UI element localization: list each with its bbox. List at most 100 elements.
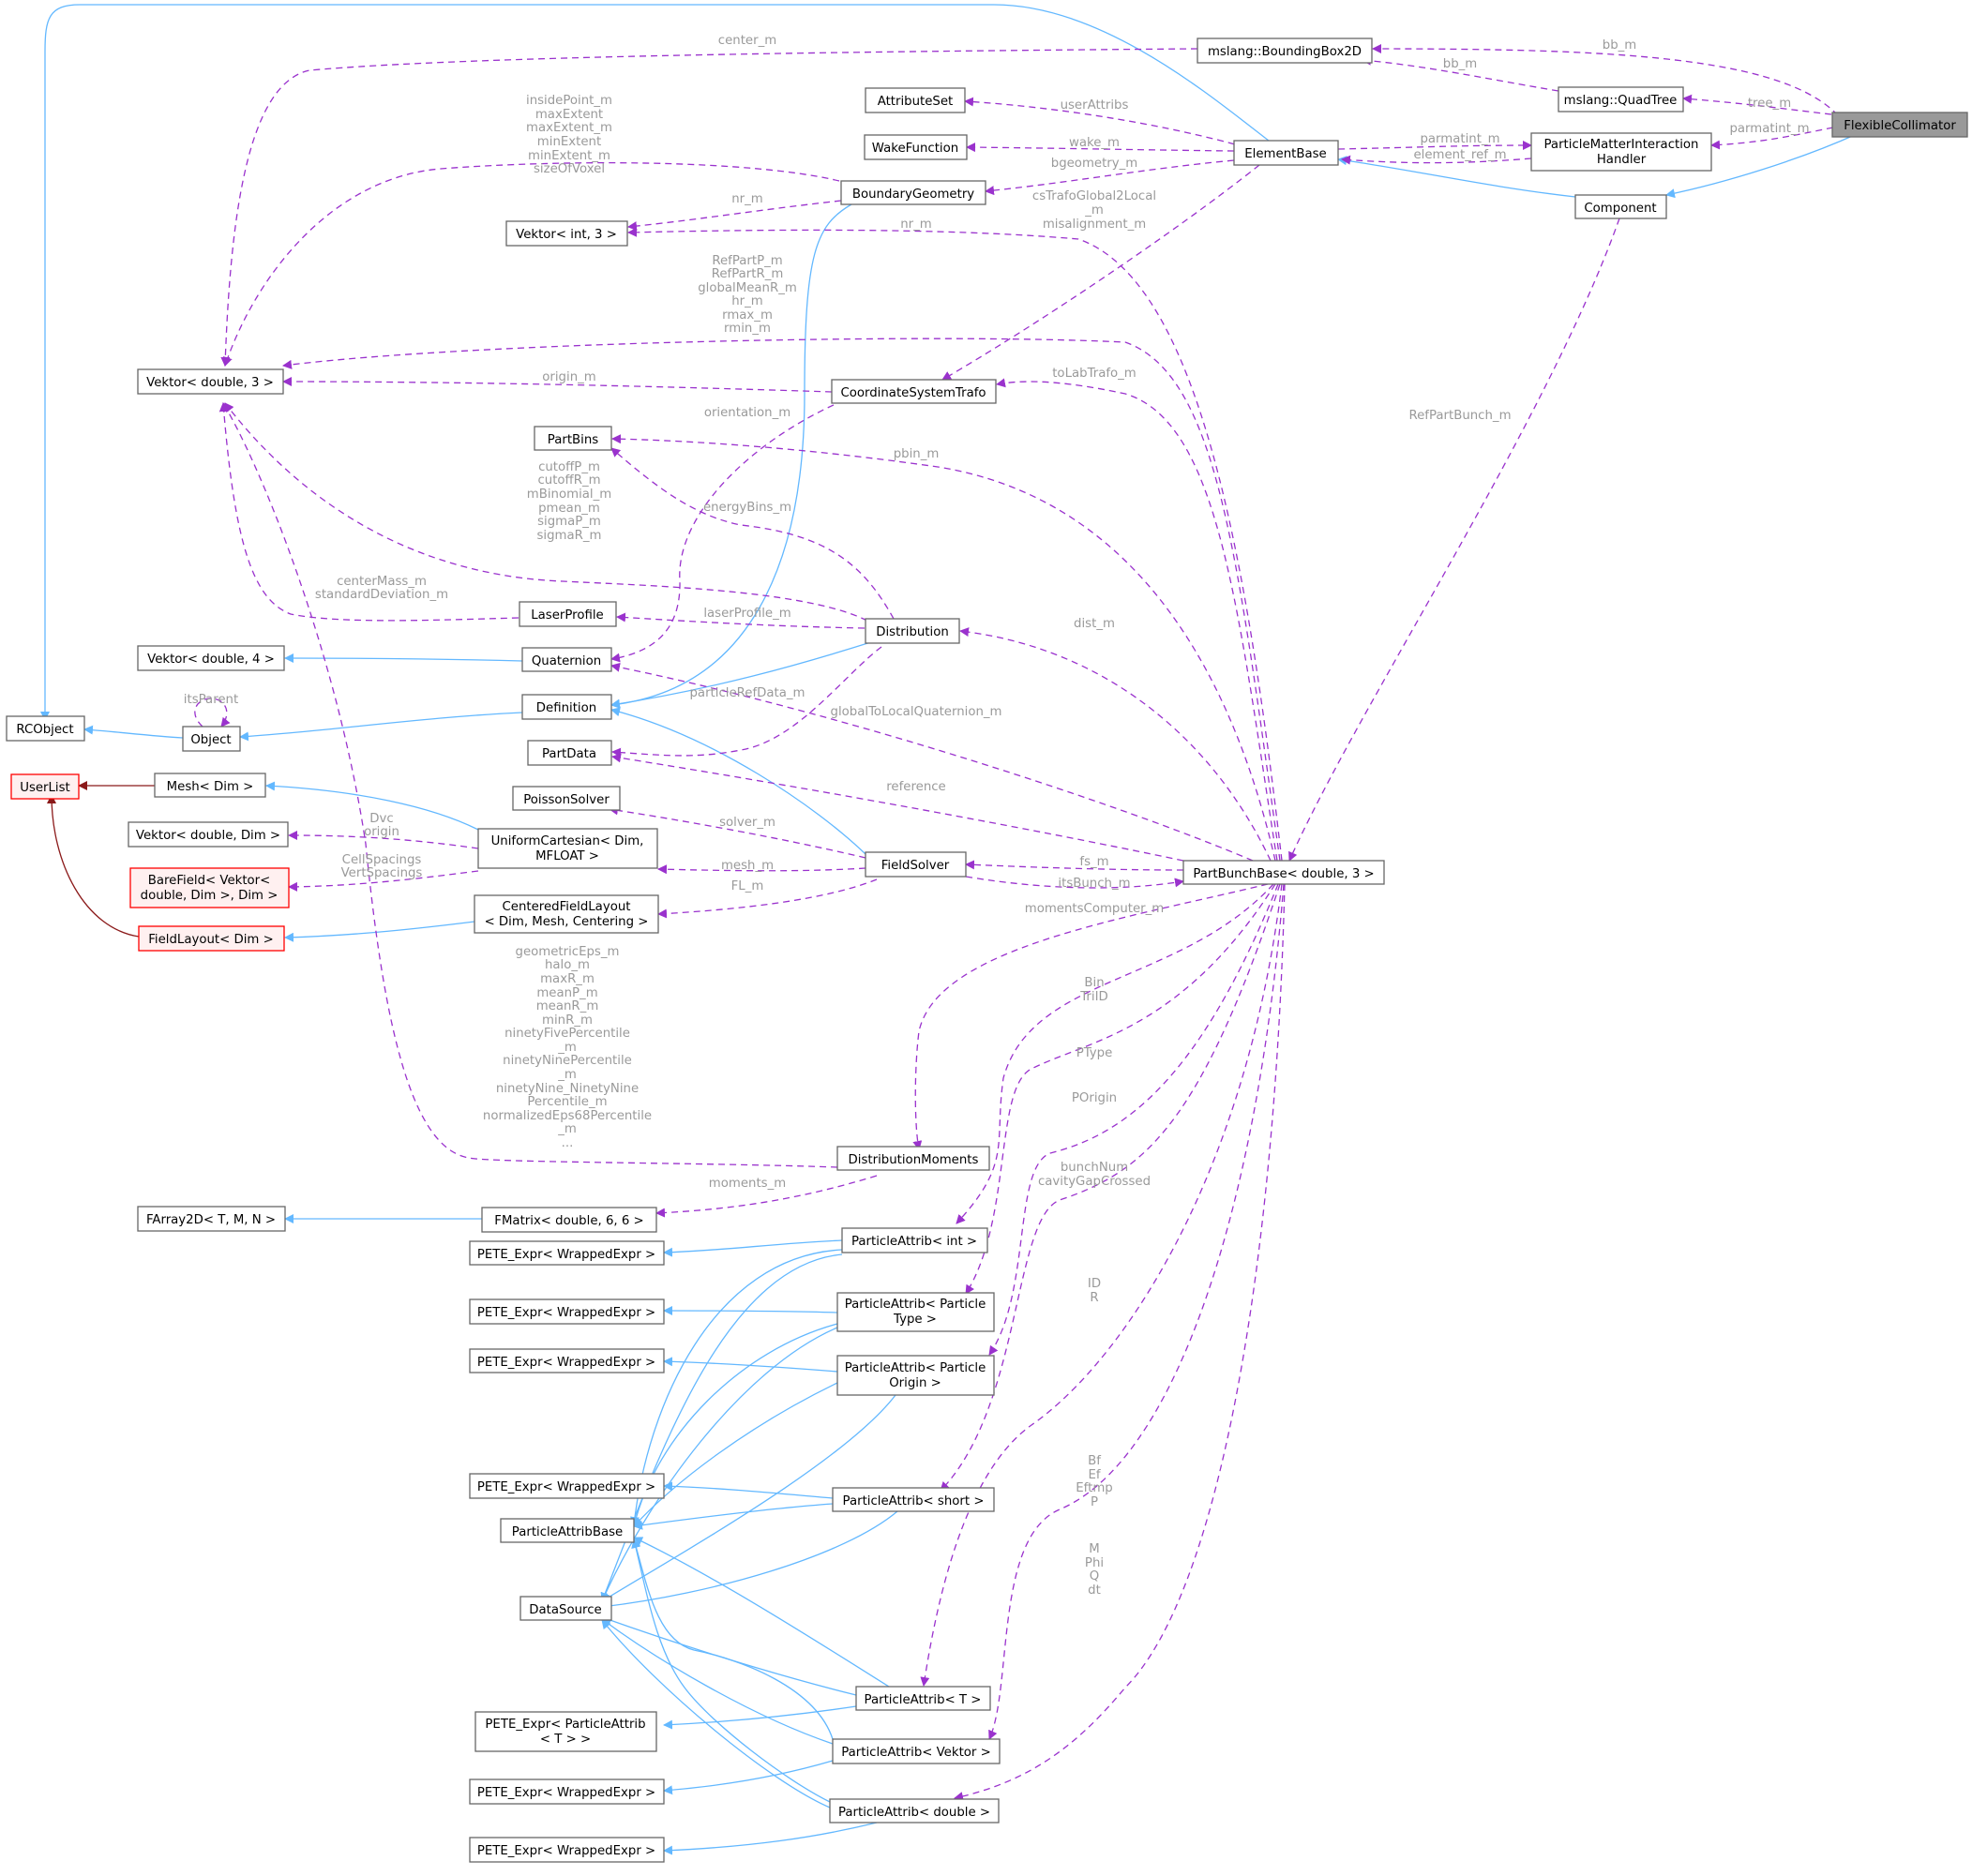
node-pete-expr-wrapped[interactable]: PETE_Expr< WrappedExpr >	[469, 1837, 665, 1863]
edge-label: CellSpacings	[342, 853, 422, 867]
node-wake-function[interactable]: WakeFunction	[864, 134, 968, 160]
node-laser-profile[interactable]: LaserProfile	[519, 601, 617, 627]
edge-label: cavityGapCrossed	[1038, 1175, 1151, 1189]
edge-padouble-datasource	[601, 1619, 831, 1808]
svg-text:ParticleAttrib< Vektor >: ParticleAttrib< Vektor >	[841, 1746, 991, 1760]
svg-text:ParticleAttrib< int >: ParticleAttrib< int >	[851, 1235, 977, 1249]
edge-label: ninetyFivePercentile	[504, 1027, 630, 1041]
node-vektor-double-4[interactable]: Vektor< double, 4 >	[137, 645, 285, 671]
edge-label: Phi	[1085, 1556, 1104, 1570]
edge-elementbase-pmihandler	[1337, 141, 1532, 151]
node-attribute-set[interactable]: AttributeSet	[865, 87, 966, 113]
edge-label: energyBins_m	[703, 501, 791, 515]
node-particle-attrib-t[interactable]: ParticleAttrib< T >	[855, 1686, 991, 1711]
node-part-bunch-base[interactable]: PartBunchBase< double, 3 >	[1182, 860, 1385, 885]
node-vektor-double-dim[interactable]: Vektor< double, Dim >	[128, 821, 289, 848]
edge-boundingbox-vektor3	[220, 48, 1198, 367]
node-pete-expr-wrapped[interactable]: PETE_Expr< WrappedExpr >	[469, 1298, 665, 1325]
node-data-source[interactable]: DataSource	[519, 1596, 612, 1621]
edge-pbb-paorigin	[988, 883, 1279, 1356]
edge-label: mBinomial_m	[527, 488, 611, 502]
node-bare-field[interactable]: BareField< Vektor<double, Dim >, Dim >	[129, 867, 290, 908]
edge-label: R	[1090, 1291, 1098, 1305]
node-vektor-double-3[interactable]: Vektor< double, 3 >	[137, 368, 284, 395]
node-part-data[interactable]: PartData	[527, 740, 612, 766]
node-vektor-int-3[interactable]: Vektor< int, 3 >	[505, 220, 628, 247]
node-particle-attrib-vektor[interactable]: ParticleAttrib< Vektor >	[832, 1738, 1001, 1764]
edge-label: laserProfile_m	[703, 607, 790, 621]
edge-label: tree_m	[1748, 97, 1791, 111]
node-particle-attrib-base[interactable]: ParticleAttribBase	[500, 1518, 635, 1543]
edge-label: pmean_m	[538, 502, 600, 516]
node-component[interactable]: Component	[1574, 194, 1667, 219]
node-bounding-box-2d[interactable]: mslang::BoundingBox2D	[1197, 38, 1373, 64]
edge-paorigin-pete3	[663, 1357, 838, 1373]
node-coordinate-system-trafo[interactable]: CoordinateSystemTrafo	[831, 379, 997, 404]
node-particle-attrib-double[interactable]: ParticleAttrib< double >	[829, 1798, 1000, 1823]
edge-pbb-pat	[920, 883, 1283, 1687]
edge-pbb-vektor3	[282, 338, 1281, 862]
svg-text:FArray2D< T, M, N >: FArray2D< T, M, N >	[146, 1213, 276, 1227]
node-distribution[interactable]: Distribution	[865, 618, 960, 644]
node-mesh-dim[interactable]: Mesh< Dim >	[154, 773, 266, 798]
edge-label: parmatint_m	[1420, 132, 1499, 146]
svg-text:PETE_Expr< WrappedExpr >: PETE_Expr< WrappedExpr >	[477, 1356, 655, 1370]
node-quaternion[interactable]: Quaternion	[521, 647, 612, 672]
edge-pbb-vektorint	[627, 227, 1283, 862]
edge-fieldsolver-pbb	[965, 876, 1184, 889]
node-definition[interactable]: Definition	[521, 694, 612, 720]
svg-text:ParticleMatterInteraction: ParticleMatterInteraction	[1544, 138, 1699, 152]
edge-label: _m	[557, 1041, 577, 1055]
edge-elementbase-boundarygeometry	[985, 159, 1235, 196]
edge-bg-vektor3	[223, 161, 840, 367]
edge-label: TriID	[1079, 990, 1108, 1004]
edge-label: ID	[1088, 1277, 1101, 1291]
edge-uniformcartesian-barefield	[288, 870, 479, 892]
node-element-base[interactable]: ElementBase	[1233, 140, 1339, 166]
node-pete-expr-wrapped[interactable]: PETE_Expr< WrappedExpr >	[469, 1778, 665, 1805]
node-flexible-collimator[interactable]: FlexibleCollimator	[1831, 112, 1968, 138]
node-field-solver[interactable]: FieldSolver	[865, 851, 967, 878]
node-user-list[interactable]: UserList	[10, 773, 80, 800]
node-field-layout-dim[interactable]: FieldLayout< Dim >	[138, 925, 285, 952]
node-particle-attrib-int[interactable]: ParticleAttrib< int >	[841, 1227, 988, 1253]
edge-label: globalMeanR_m	[698, 281, 797, 295]
edge-label: globalToLocalQuaternion_m	[831, 705, 1002, 719]
node-distribution-moments[interactable]: DistributionMoments	[836, 1146, 990, 1171]
node-pete-expr-wrapped[interactable]: PETE_Expr< WrappedExpr >	[469, 1240, 665, 1266]
node-pete-expr-particle-attrib-t[interactable]: PETE_Expr< ParticleAttrib< T > >	[474, 1711, 657, 1752]
edge-label: csTrafoGlobal2Local	[1032, 189, 1156, 203]
svg-text:UniformCartesian< Dim,: UniformCartesian< Dim,	[491, 834, 644, 848]
edge-uniformcartesian-mesh	[265, 781, 479, 831]
svg-text:ParticleAttrib< Particle: ParticleAttrib< Particle	[845, 1361, 986, 1375]
svg-text:BareField< Vektor<: BareField< Vektor<	[148, 874, 271, 888]
svg-text:mslang::BoundingBox2D: mslang::BoundingBox2D	[1208, 45, 1362, 59]
node-uniform-cartesian[interactable]: UniformCartesian< Dim,MFLOAT >	[477, 828, 658, 869]
node-pete-expr-wrapped[interactable]: PETE_Expr< WrappedExpr >	[469, 1473, 665, 1499]
node-fmatrix[interactable]: FMatrix< double, 6, 6 >	[481, 1207, 657, 1233]
edge-label: _m	[1084, 203, 1104, 218]
svg-text:PETE_Expr< WrappedExpr >: PETE_Expr< WrappedExpr >	[477, 1844, 655, 1858]
svg-text:PoissonSolver: PoissonSolver	[523, 793, 610, 807]
edge-label: Bin	[1084, 976, 1104, 990]
node-rcobject[interactable]: RCObject	[6, 715, 85, 742]
node-quad-tree[interactable]: mslang::QuadTree	[1558, 86, 1684, 113]
svg-text:PETE_Expr< WrappedExpr >: PETE_Expr< WrappedExpr >	[477, 1248, 655, 1262]
node-part-bins[interactable]: PartBins	[534, 426, 612, 451]
node-object[interactable]: Object	[182, 726, 241, 752]
svg-text:PartBunchBase< double, 3 >: PartBunchBase< double, 3 >	[1193, 867, 1374, 881]
node-centered-field-layout[interactable]: CenteredFieldLayout< Dim, Mesh, Centerin…	[474, 894, 659, 934]
edge-pbb-fieldsolver	[965, 860, 1184, 871]
edge-label: Q	[1090, 1569, 1099, 1583]
svg-text:PETE_Expr< ParticleAttrib: PETE_Expr< ParticleAttrib	[485, 1718, 645, 1732]
node-particle-attrib-short[interactable]: ParticleAttrib< short >	[832, 1487, 995, 1512]
node-poisson-solver[interactable]: PoissonSolver	[512, 786, 621, 811]
edge-label: sigmaP_m	[537, 515, 601, 529]
svg-text:Quaternion: Quaternion	[532, 654, 601, 668]
node-pete-expr-wrapped[interactable]: PETE_Expr< WrappedExpr >	[469, 1348, 665, 1373]
node-boundary-geometry[interactable]: BoundaryGeometry	[840, 180, 986, 205]
node-farray2d[interactable]: FArray2D< T, M, N >	[137, 1206, 286, 1232]
